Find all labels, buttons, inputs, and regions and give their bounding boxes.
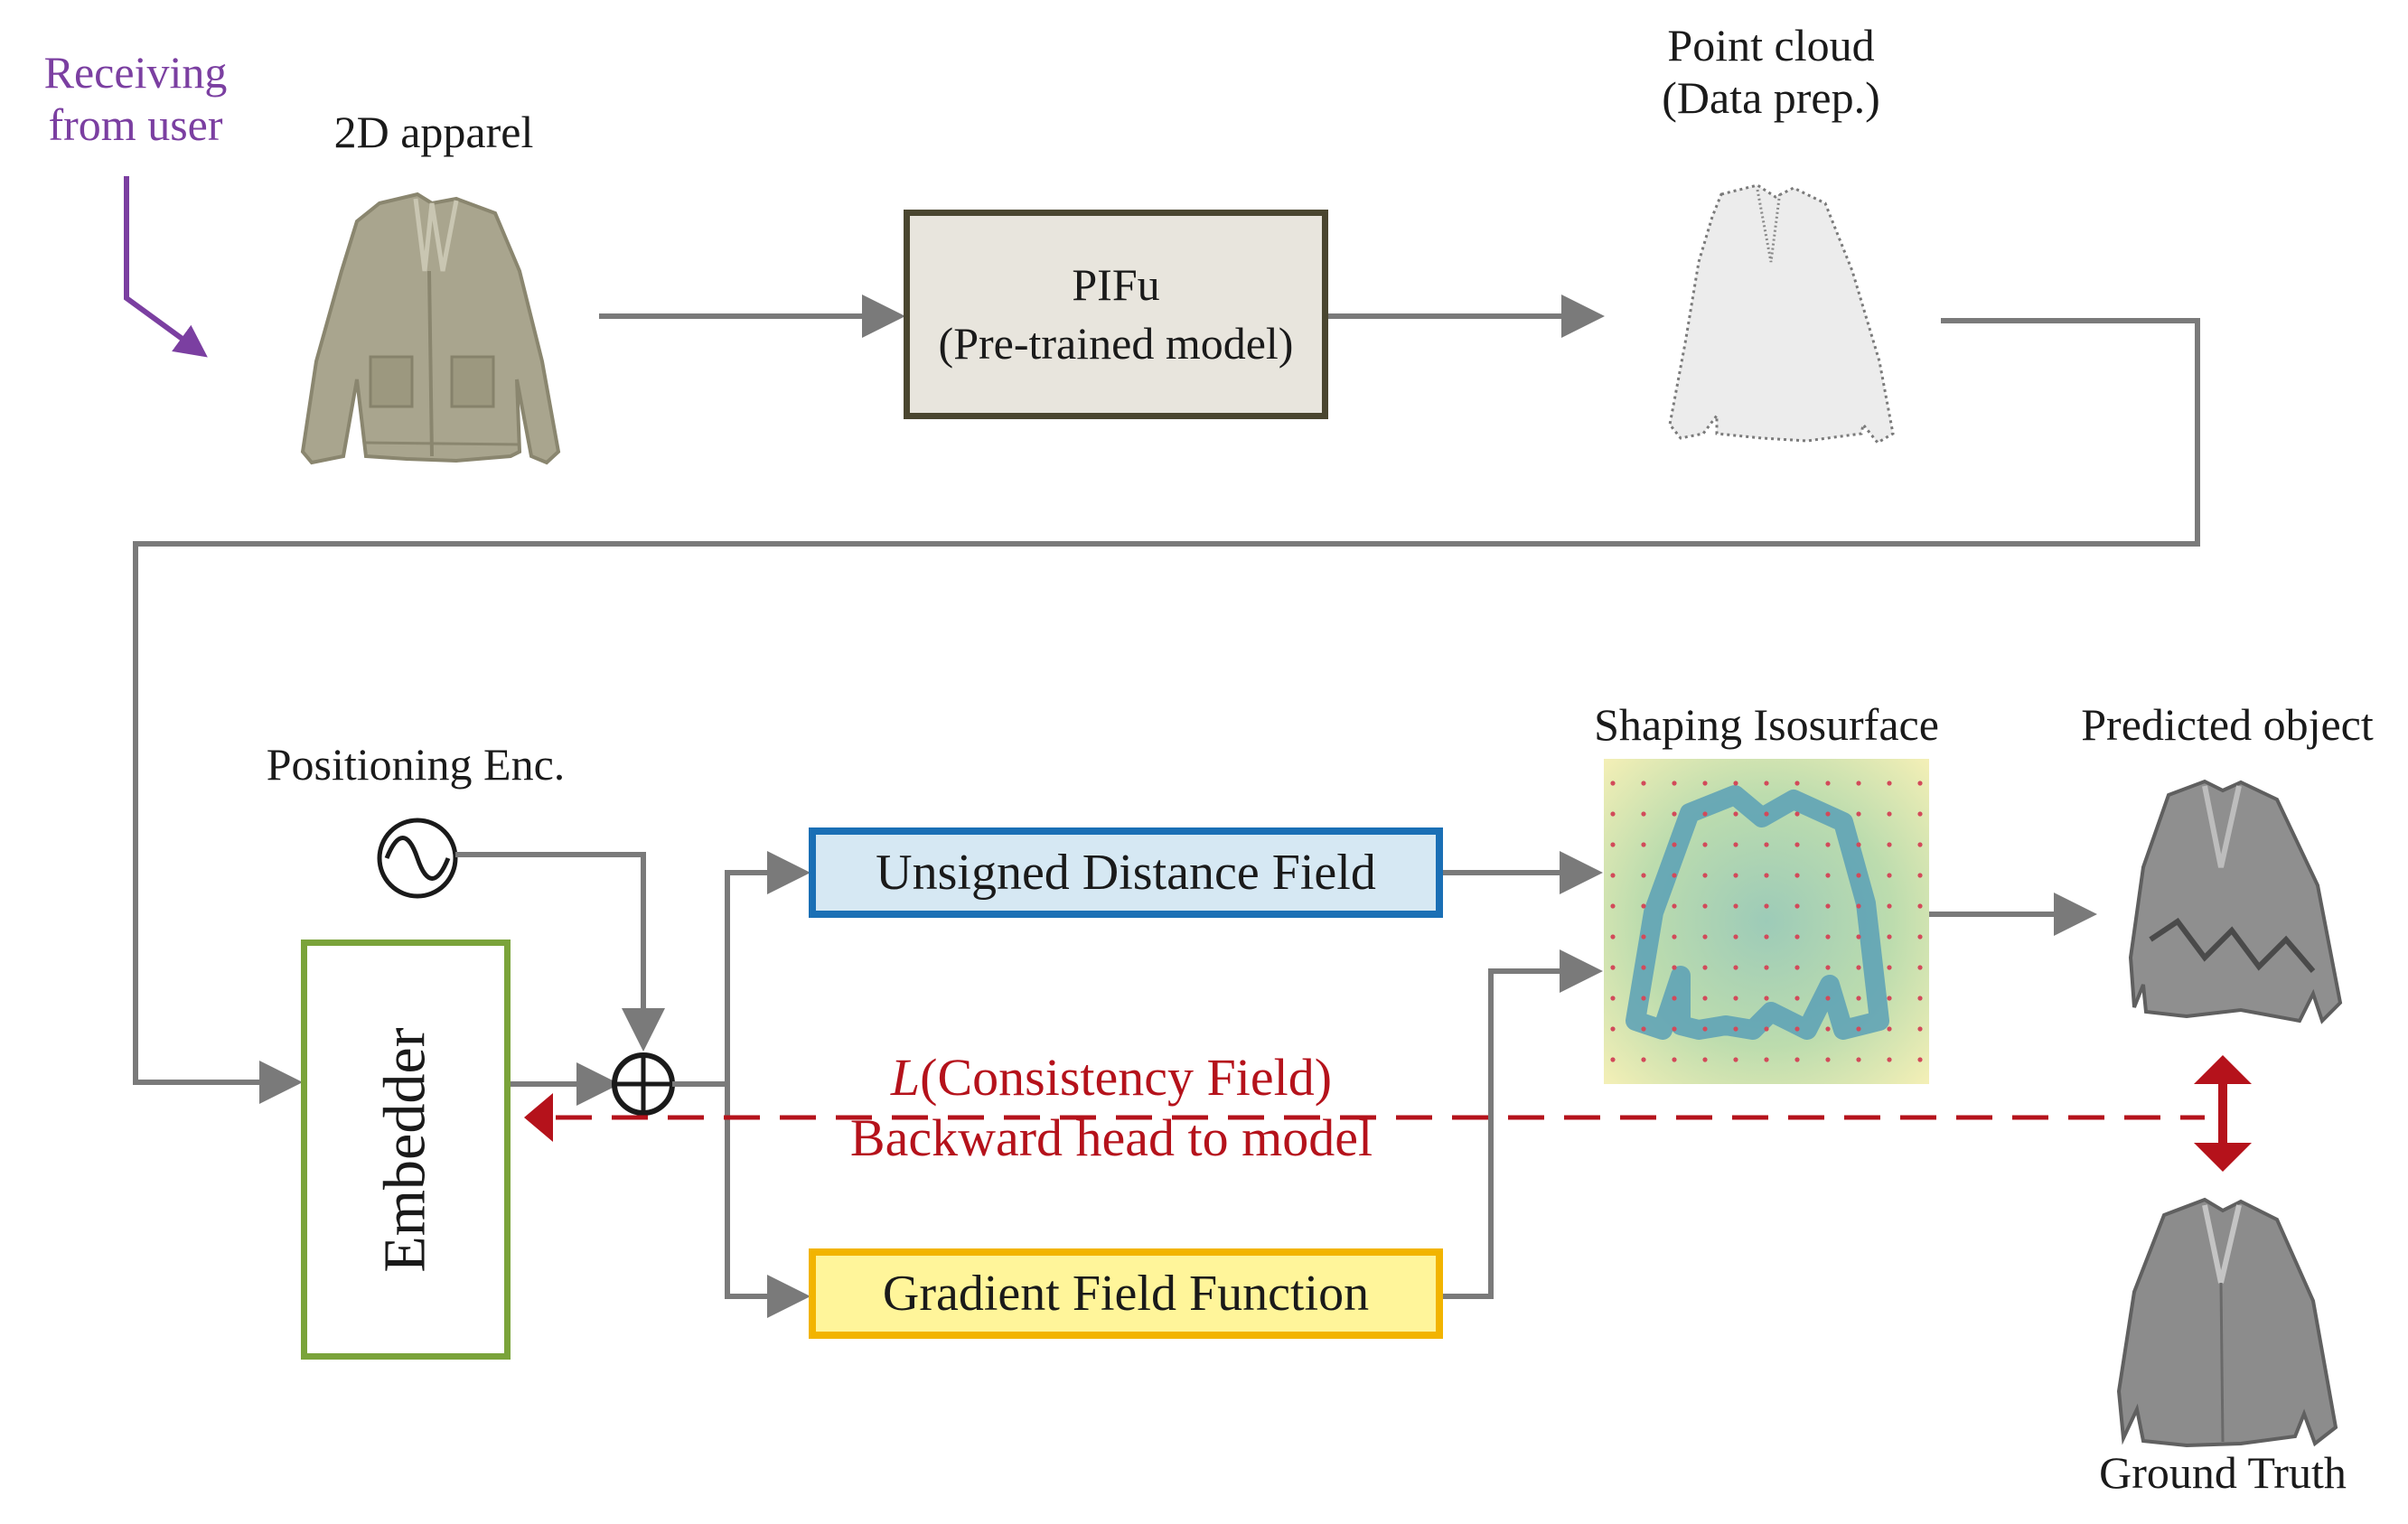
positioning-enc-label: Positioning Enc. (266, 739, 566, 790)
isosurface-image (1604, 759, 1929, 1084)
circled-plus-icon (612, 1052, 675, 1116)
loss-backward-arrowhead (524, 1093, 553, 1142)
receiving-line2: from user (48, 98, 223, 150)
point-cloud-line1: Point cloud (1667, 20, 1875, 70)
point-cloud-image (1668, 183, 1895, 444)
udf-label: Unsigned Distance Field (876, 845, 1376, 901)
ground-truth-mesh-image (2116, 1197, 2338, 1448)
arrow-gff-to-isosurface (1443, 949, 1603, 1299)
loss-symbol: L (890, 1048, 921, 1107)
arrow-pointcloud-to-embedder (133, 318, 2200, 1104)
embedder-box: Embedder (301, 940, 511, 1360)
arrow-sum-to-udf (725, 851, 810, 1084)
ground-truth-label: Ground Truth (2099, 1447, 2347, 1498)
shaping-isosurface-label: Shaping Isosurface (1594, 699, 1939, 750)
udf-box: Unsigned Distance Field (809, 827, 1443, 918)
pifu-title: PIFu (1072, 259, 1160, 310)
gff-label: Gradient Field Function (882, 1266, 1370, 1322)
arrow-sum-to-gff (725, 1084, 810, 1318)
predicted-mesh-image (2128, 779, 2343, 1024)
receiving-line1: Receiving (43, 47, 228, 98)
apparel-image (300, 192, 561, 465)
loss-title: (Consistency Field) (920, 1048, 1333, 1107)
pifu-box: PIFu (Pre-trained model) (904, 210, 1328, 419)
point-cloud-label: Point cloud (Data prep.) (1608, 20, 1934, 124)
predicted-object-label: Predicted object (2081, 699, 2374, 750)
gff-box: Gradient Field Function (809, 1248, 1443, 1339)
loss-label: L(Consistency Field) Backward head to mo… (777, 1048, 1446, 1168)
receiving-from-user-label: Receiving from user (27, 47, 244, 151)
arrow-posenc-to-sum (455, 852, 665, 1052)
sine-wave-icon (377, 818, 458, 899)
apparel-2d-label: 2D apparel (333, 107, 534, 157)
user-input-arrow (124, 176, 208, 358)
loss-line2: Backward head to model (849, 1108, 1373, 1167)
pifu-subtitle: (Pre-trained model) (938, 318, 1294, 369)
compare-double-arrow (2194, 1055, 2252, 1172)
loss-line1: L(Consistency Field) (777, 1048, 1446, 1108)
embedder-label: Embedder (372, 1026, 438, 1273)
point-cloud-line2: (Data prep.) (1662, 71, 1880, 123)
